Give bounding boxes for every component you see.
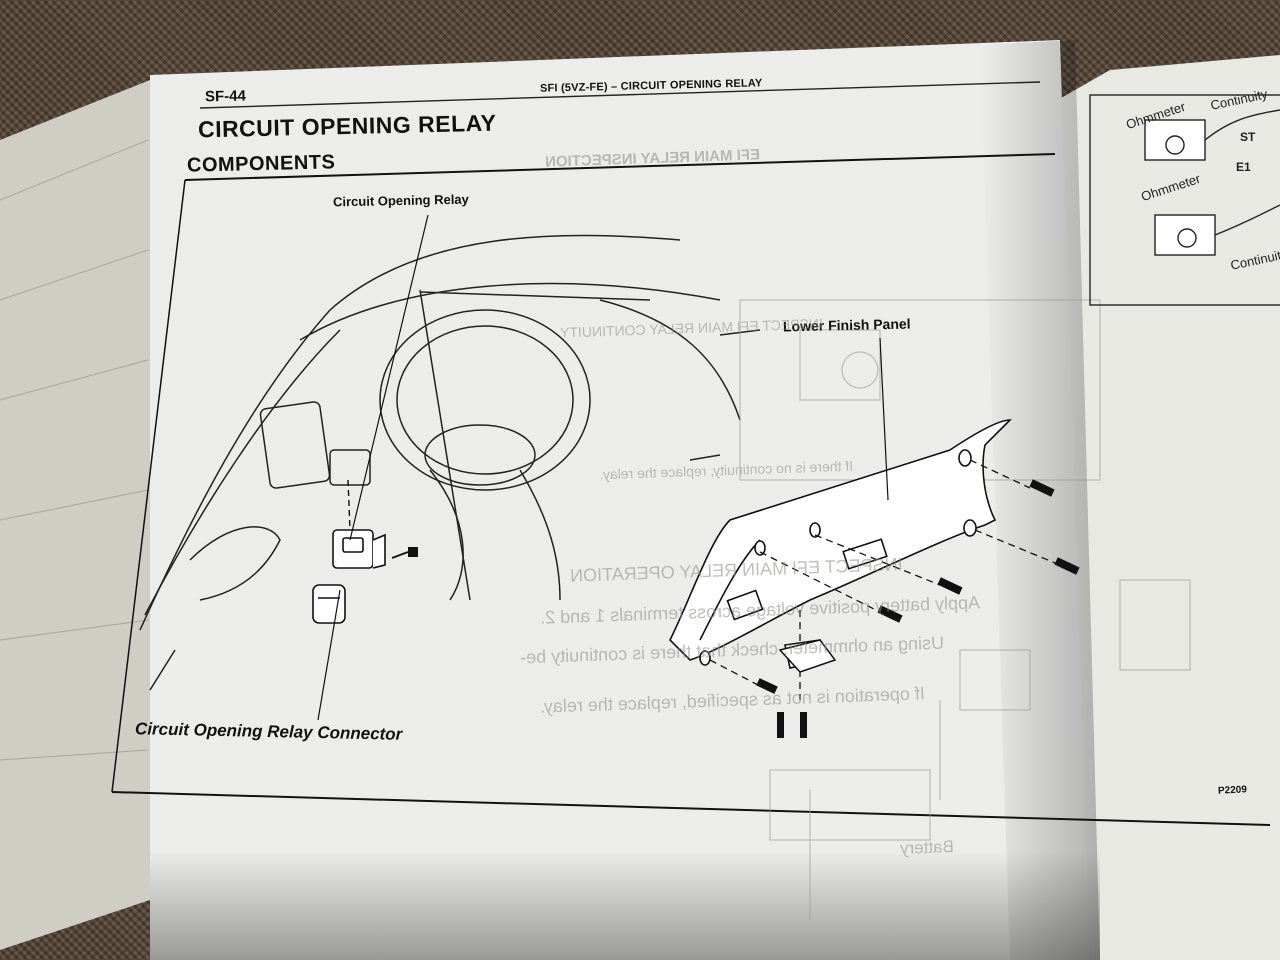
- panel-screws: [756, 479, 1080, 738]
- bleed-text: Battery: [899, 837, 955, 858]
- panel-leader-line: [879, 337, 889, 501]
- right-page-terminal-st: ST: [1240, 130, 1256, 144]
- relay-dash-line: [347, 479, 351, 531]
- figure-frame-top: [184, 153, 1056, 181]
- figure-code: P2209: [1217, 784, 1248, 797]
- right-page-terminal-e1: E1: [1236, 160, 1251, 174]
- page-stack-lines: [0, 139, 149, 761]
- right-page-schematic: [1089, 94, 1280, 306]
- figure-frame-left: [111, 179, 186, 793]
- lower-finish-panel: [669, 419, 1012, 669]
- dashboard-illustration: [139, 234, 761, 691]
- right-page: [1040, 55, 1280, 960]
- page-stack-edges: [0, 80, 150, 950]
- panel-clip: [778, 639, 837, 673]
- relay-leader-line: [349, 214, 429, 541]
- bottom-shadow: [150, 850, 1100, 960]
- page-subtitle: COMPONENTS: [186, 151, 336, 177]
- connector-leader-line: [317, 589, 341, 721]
- spine-shadow: [980, 40, 1100, 960]
- bleed-through-diagram: [739, 299, 1191, 920]
- figure-frame-bottom: [111, 791, 1271, 826]
- left-page: [150, 40, 1090, 960]
- relay-connector-part: [312, 584, 346, 624]
- page-number: SF-44: [204, 87, 247, 106]
- relay-screw: [391, 547, 418, 559]
- label-circuit-opening-relay: Circuit Opening Relay: [332, 191, 469, 210]
- panel-dash-lines: [709, 459, 1061, 700]
- header-rule: [199, 81, 1041, 109]
